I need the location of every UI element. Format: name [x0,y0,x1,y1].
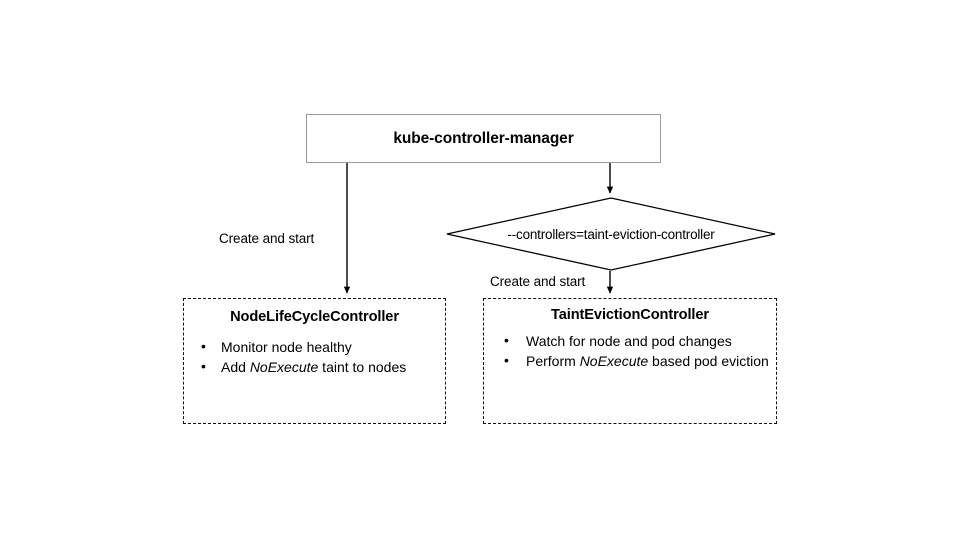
bullet-text: based pod eviction [648,353,769,369]
node-title: TaintEvictionController [551,307,709,323]
bullet-item: Add NoExecute taint to nodes [201,357,445,377]
node-tainteviction-controller[interactable]: TaintEvictionController Watch for node a… [483,298,777,424]
bullet-text: Monitor node healthy [221,339,352,355]
edge-label-create-and-start-right: Create and start [490,274,586,289]
bullet-item: Monitor node healthy [201,337,445,357]
nodelifecycle-bullet-list: Monitor node healthyAdd NoExecute taint … [184,337,445,377]
node-kube-controller-manager[interactable]: kube-controller-manager [306,114,661,163]
bullet-emphasis: NoExecute [579,353,649,369]
node-title: NodeLifeCycleController [230,309,399,325]
bullet-text: Watch for node and pod changes [526,333,732,349]
diamond-shape [446,197,776,271]
node-title: kube-controller-manager [393,129,574,147]
bullet-emphasis: NoExecute [249,359,319,375]
bullet-item: Watch for node and pod changes [504,331,776,351]
tainteviction-bullet-list: Watch for node and pod changesPerform No… [484,331,776,371]
bullet-text: Add [221,359,250,375]
edge-label-create-and-start-left: Create and start [219,231,315,246]
node-nodelifecycle-controller[interactable]: NodeLifeCycleController Monitor node hea… [183,298,446,424]
bullet-item: Perform NoExecute based pod eviction [504,351,776,371]
bullet-text: taint to nodes [318,359,407,375]
decision-label: --controllers=taint-eviction-controller [507,226,715,242]
bullet-text: Perform [526,353,580,369]
node-decision-controllers-flag[interactable]: --controllers=taint-eviction-controller [446,197,776,271]
